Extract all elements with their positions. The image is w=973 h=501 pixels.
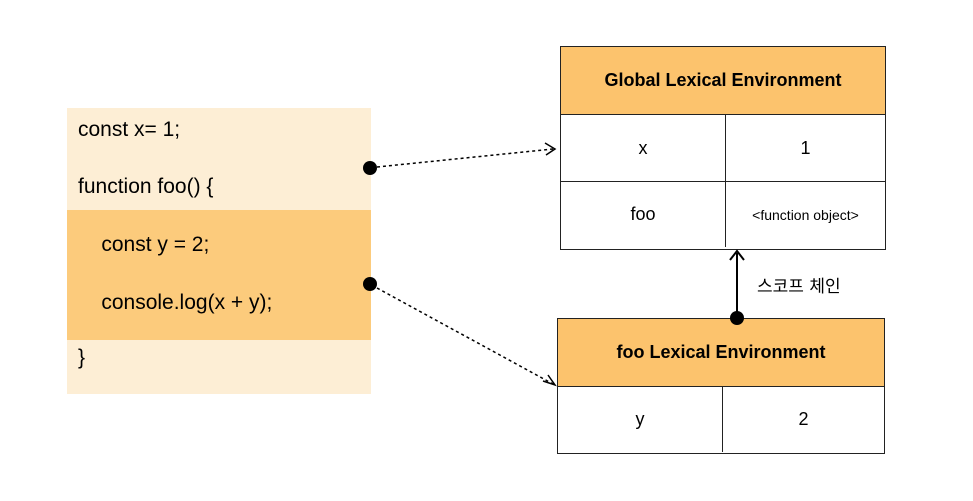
- global-env-key-foo: foo: [561, 182, 726, 247]
- scope-chain-label: 스코프 체인: [757, 277, 841, 297]
- global-lexical-environment: Global Lexical Environment x 1 foo <func…: [560, 46, 886, 250]
- global-env-title: Global Lexical Environment: [561, 47, 885, 115]
- foo-env-reference-arrow: [363, 277, 557, 387]
- foo-env-title: foo Lexical Environment: [558, 319, 884, 387]
- code-line-4: console.log(x + y);: [78, 291, 273, 314]
- foo-env-key-y: y: [558, 387, 723, 452]
- global-env-reference-arrow: [363, 142, 557, 175]
- global-env-key-x: x: [561, 115, 726, 181]
- code-line-2: function foo() {: [78, 175, 214, 198]
- reference-dot: [363, 277, 377, 291]
- code-line-1: const x= 1;: [78, 118, 181, 141]
- table-row: x 1: [561, 115, 885, 181]
- reference-line: [376, 287, 554, 385]
- code-line-5: }: [78, 346, 86, 369]
- table-row: foo <function object>: [561, 181, 885, 247]
- arrowhead-icon: [729, 249, 745, 261]
- global-env-value-foo: <function object>: [752, 206, 859, 223]
- arrowhead-icon: [544, 142, 557, 156]
- reference-line: [376, 148, 554, 168]
- scope-chain-arrow: [729, 249, 745, 325]
- function-body-highlight: [67, 210, 371, 340]
- reference-dot: [363, 161, 377, 175]
- code-line-3: const y = 2;: [78, 233, 210, 256]
- foo-lexical-environment: foo Lexical Environment y 2: [557, 318, 885, 454]
- foo-env-value-y: 2: [798, 409, 809, 429]
- global-env-value-x: 1: [800, 137, 811, 158]
- table-row: y 2: [558, 387, 884, 452]
- arrowhead-icon: [542, 374, 557, 387]
